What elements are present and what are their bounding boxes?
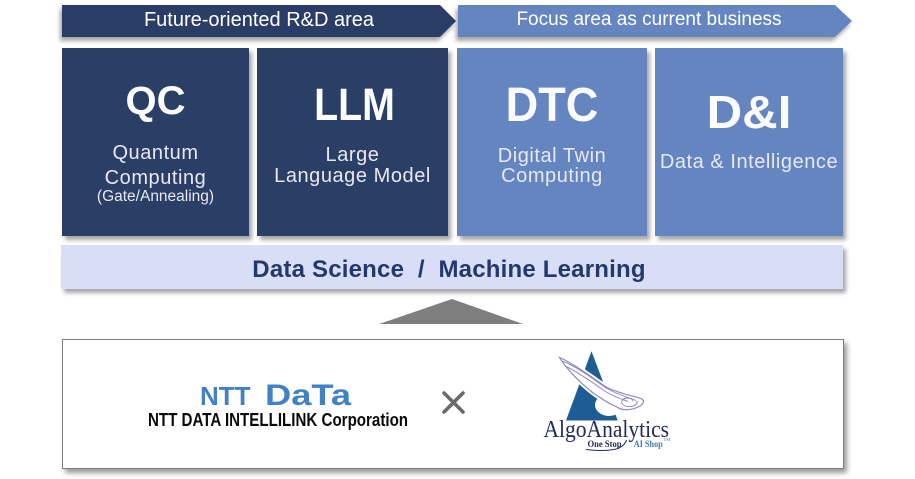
svg-text:AlgoAnalytics: AlgoAnalytics <box>544 416 670 443</box>
svg-text:One Stop: One Stop <box>588 439 622 449</box>
svg-text:TM: TM <box>664 437 671 442</box>
svg-text:AI Shop: AI Shop <box>634 439 663 449</box>
